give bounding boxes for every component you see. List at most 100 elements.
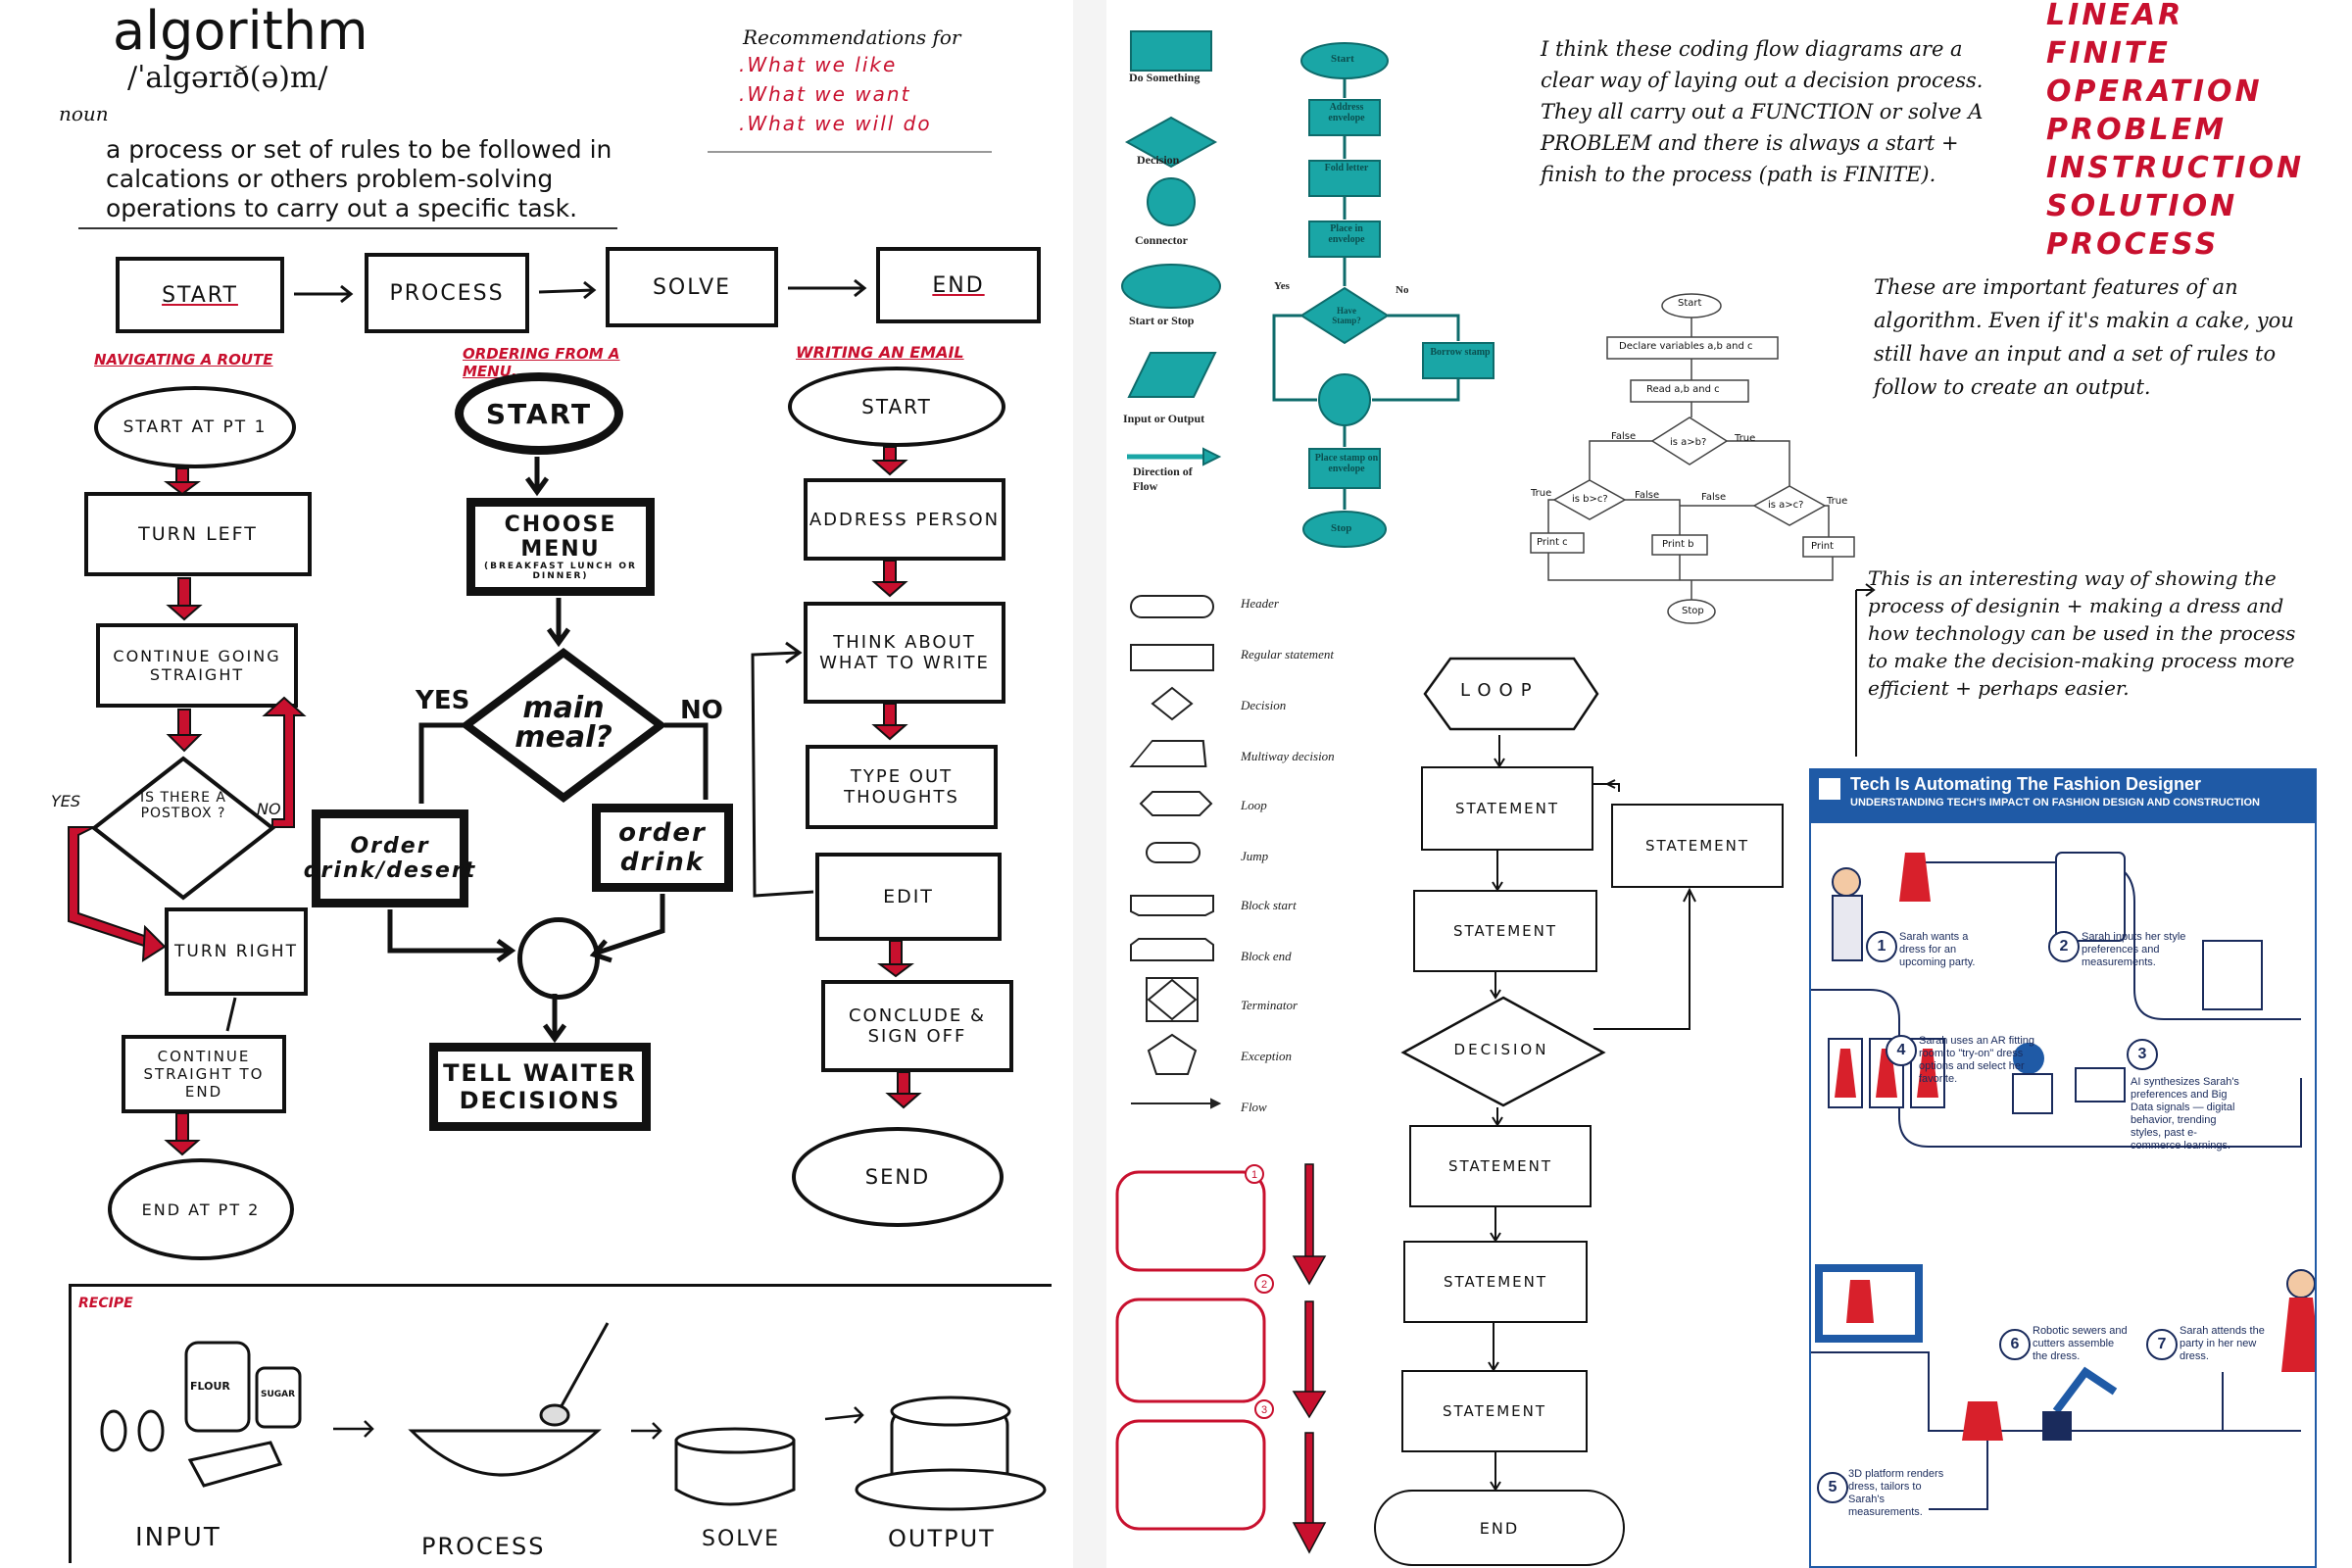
- robot-arm-icon: [2052, 1366, 2118, 1414]
- loop-arrows: [1488, 735, 1696, 1492]
- menu-tell-waiter: TELL WAITER DECISIONS: [429, 1043, 651, 1131]
- loop-statement-5: STATEMENT: [1401, 1370, 1588, 1452]
- step-number: 7: [2146, 1329, 2178, 1360]
- infographic-subtitle: UNDERSTANDING TECH'S IMPACT ON FASHION D…: [1850, 797, 2260, 808]
- legend-loop: Loop: [1241, 798, 1267, 812]
- part-of-speech: noun: [59, 102, 109, 125]
- recommendation-item: .What we want: [739, 82, 911, 106]
- process-path: [1929, 1411, 1988, 1510]
- sewn-dress-icon: [1962, 1401, 2003, 1441]
- step-text: Sarah attends the party in her new dress…: [2180, 1325, 2265, 1362]
- teal-decision: Have Stamp?: [1332, 306, 1361, 325]
- email-edit: EDIT: [815, 853, 1002, 941]
- jump-shape-icon: [1146, 842, 1200, 863]
- loop-statement-2: STATEMENT: [1413, 890, 1597, 972]
- legend-exception: Exception: [1241, 1049, 1292, 1063]
- process-path: [1811, 989, 2302, 1148]
- loop-shape: [1423, 657, 1599, 731]
- exception-shape-icon: [1147, 1033, 1198, 1075]
- legend-terminator: Terminator: [1241, 998, 1298, 1012]
- infographic-title: Tech Is Automating The Fashion Designer: [1850, 774, 2202, 794]
- data-screen-icon: [2202, 940, 2263, 1010]
- definition-rule: [78, 227, 617, 229]
- multiway-shape-icon: [1129, 740, 1207, 767]
- note-algorithm-features: These are important features of an algor…: [1874, 275, 2294, 399]
- abc-declare: Declare variables a,b and c: [1619, 341, 1753, 352]
- recommendation-item: .What we like: [739, 53, 898, 76]
- sarah-party-icon: [2286, 1269, 2315, 1298]
- step-text: 3D platform renders dress, tailors to Sa…: [1848, 1468, 1944, 1518]
- sugar-label: SUGAR: [261, 1390, 296, 1399]
- numbered-boxes: 1 2 3: [1115, 1163, 1327, 1554]
- main-flow-process: PROCESS: [365, 253, 529, 333]
- step-number: 5: [1817, 1472, 1848, 1503]
- step-number: 1: [1866, 931, 1897, 962]
- email-heading: WRITING AN EMAIL: [796, 343, 964, 362]
- route-heading: NAVIGATING A ROUTE: [94, 351, 273, 368]
- menu-order-drink: order drink: [592, 804, 733, 892]
- step-number: 6: [1999, 1329, 2031, 1360]
- dress-thought-icon: [1899, 853, 1931, 902]
- email-start: START: [788, 367, 1005, 447]
- box-number-2: 2: [1261, 1279, 1267, 1291]
- recommendations-heading: Recommendations for: [743, 25, 961, 49]
- route-yes: YES: [51, 792, 81, 810]
- step-number: 2: [2048, 931, 2080, 962]
- abc-d3: is a>c?: [1768, 500, 1804, 511]
- step-text: Sarah wants a dress for an upcoming part…: [1899, 931, 1976, 968]
- abc-flowchart-lines: [1530, 293, 1855, 624]
- block-start-icon: [1130, 895, 1214, 916]
- abc-printa: Print: [1811, 541, 1835, 552]
- recipe-panel: [69, 1284, 1052, 1563]
- route-continue: CONTINUE GOING STRAIGHT: [96, 623, 298, 708]
- teal-place-stamp: Place stamp on envelope: [1314, 453, 1379, 474]
- legend-multiway: Multiway decision: [1241, 749, 1335, 763]
- loop-shape-icon: [1139, 791, 1213, 816]
- page-gutter: [1073, 0, 1106, 1568]
- mixing-bowl-icon: [408, 1429, 602, 1477]
- route-no: NO: [257, 800, 281, 818]
- loop-decision-label: DECISION: [1453, 1041, 1549, 1058]
- abc-d1: is a>b?: [1670, 437, 1707, 448]
- pronunciation: /ˈalgərɪð(ə)m/: [127, 61, 328, 95]
- legend-regular-statement: Regular statement: [1241, 647, 1334, 662]
- flour-label: FLOUR: [190, 1380, 230, 1393]
- email-arrows: [751, 446, 922, 1109]
- legend-flow: Flow: [1241, 1100, 1267, 1114]
- menu-heading: ORDERING FROM A MENU.: [463, 345, 620, 380]
- route-turn-left: TURN LEFT: [84, 492, 312, 576]
- fashion-infographic: Tech Is Automating The Fashion Designer …: [1809, 768, 2317, 1568]
- key-term: INSTRUCTION: [2046, 151, 2305, 185]
- main-flow-arrows: [294, 278, 867, 304]
- key-term: LINEAR: [2046, 0, 2184, 32]
- abc-true2: True: [1531, 488, 1552, 499]
- recommendations: Recommendations for .What we like .What …: [708, 25, 992, 153]
- infographic-header: Tech Is Automating The Fashion Designer …: [1811, 770, 2315, 823]
- menu-arrows: [387, 457, 709, 1044]
- teal-legend-decision: Decision: [1137, 153, 1180, 167]
- main-flow-solve: SOLVE: [606, 247, 778, 327]
- loop-statement-1: STATEMENT: [1421, 766, 1593, 851]
- key-term: PROBLEM: [2046, 113, 2227, 147]
- tablet-icon: [2055, 852, 2126, 942]
- menu-decision-label: main meal?: [514, 691, 612, 755]
- header-shape-icon: [1130, 595, 1214, 618]
- legend-block-start: Block start: [1241, 898, 1297, 912]
- route-end: END AT PT 2: [108, 1158, 294, 1260]
- process-path: [1811, 1351, 2301, 1432]
- step-number: 3: [2127, 1039, 2158, 1070]
- route-decision-label: IS THERE A POSTBOX ?: [140, 790, 226, 821]
- menu-decision-diamond: [461, 648, 666, 803]
- box-number-1: 1: [1251, 1169, 1257, 1181]
- key-term: FINITE: [2046, 36, 2171, 71]
- loop-decision-shape: [1400, 996, 1606, 1107]
- loop-statement-3: STATEMENT: [1409, 1125, 1592, 1207]
- menu-start: START: [455, 372, 623, 455]
- sarah-body-icon: [1832, 895, 1863, 961]
- butter-icon: [187, 1441, 283, 1488]
- abc-start: Start: [1678, 298, 1702, 309]
- statement-shape-icon: [1130, 644, 1214, 671]
- route-turn-right: TURN RIGHT: [165, 907, 308, 996]
- recipe-solve-label: SOLVE: [702, 1527, 781, 1551]
- note-flow-diagrams: I think these coding flow diagrams are a…: [1541, 37, 1984, 186]
